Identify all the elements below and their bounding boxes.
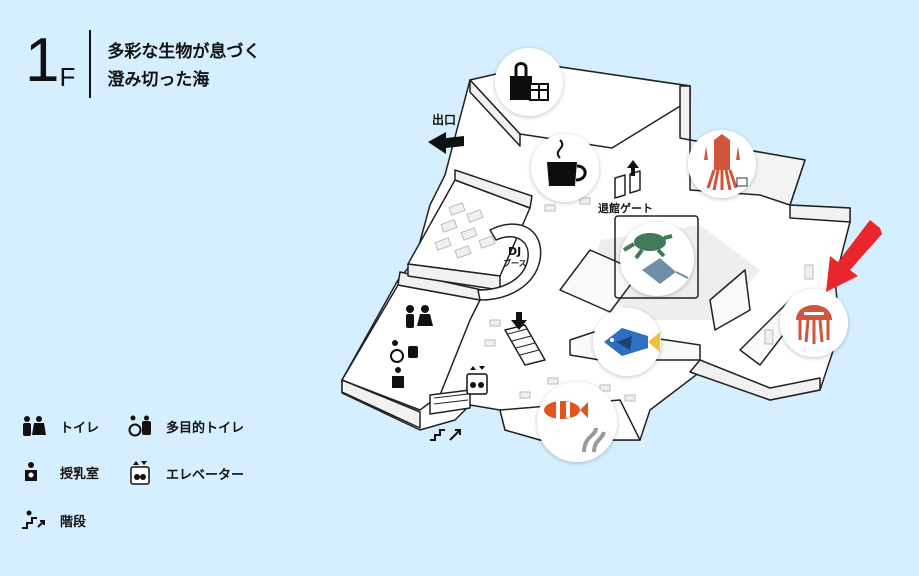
down-arrow-icon [511,312,527,330]
multipurpose-toilet-icon [128,415,151,437]
jellyfish-icon [796,305,832,344]
legend-multipurpose-toilet-label: 多目的トイレ [166,420,245,436]
exit-marker[interactable]: 出口 [428,112,464,154]
legend-toilet[interactable]: トイレ [20,415,99,437]
dj-booth: DJ ブース [503,245,527,268]
legend-elevator[interactable]: エレベーター [128,461,244,485]
exit-gate-label: 退館ゲート [598,201,653,215]
map-toilet-icon[interactable] [406,305,433,328]
legend-stairs-label: 階段 [60,514,87,530]
exit-label: 出口 [432,112,456,127]
nursing-room-icon [25,462,37,481]
squid-marker[interactable] [688,130,756,198]
legend-multipurpose-toilet[interactable]: 多目的トイレ [128,415,244,437]
header-divider [89,30,92,98]
exit-arrow-icon [428,132,464,154]
legend-elevator-label: エレベーター [166,467,245,483]
map-multipurpose-toilet-icon[interactable] [390,340,418,363]
squid-icon [704,134,748,191]
clownfish-garden-eel-icon [544,401,606,453]
legend-toilet-label: トイレ [60,420,100,436]
gift-shop-marker[interactable] [495,48,563,116]
clownfish-garden-eel-marker[interactable] [537,382,617,462]
floor-subtitle-line1: 多彩な生物が息づく [107,42,261,62]
floor-header: 1 F 多彩な生物が息づく 澄み切った海 [25,30,260,98]
cafe-marker[interactable] [531,134,599,202]
exit-gate-marker: 退館ゲート [598,160,653,215]
map-elevator-icon[interactable] [466,366,488,395]
cafe-icon [547,139,587,186]
map-nursing-room-icon[interactable] [392,367,404,388]
sea-turtle-stingray-marker[interactable] [614,215,699,299]
elevator-icon [130,461,150,485]
stairs-icon [22,510,45,529]
location-arrow-icon [826,220,882,292]
floor-suffix: F [59,62,76,92]
floor-number: 1 [25,26,60,95]
floor-title: 多彩な生物が息づく 澄み切った海 [107,38,260,94]
legend-nursing-room[interactable]: 授乳室 [20,461,99,483]
legend-stairs[interactable]: 階段 [20,509,86,531]
blue-fish-marker[interactable] [593,308,661,376]
dj-booth-label: ブース [503,258,527,268]
dj-label: DJ [508,245,521,258]
floor-subtitle-line2: 澄み切った海 [107,70,210,90]
up-arrow-icon [627,160,639,176]
blue-fish-icon [604,328,660,356]
map-stairs-icon[interactable] [430,429,461,441]
toilet-icon [23,416,46,436]
gift-shop-icon [510,62,549,101]
floor-plan [341,63,851,441]
legend-nursing-room-label: 授乳室 [60,466,100,482]
sea-turtle-stingray-icon [622,233,689,284]
jellyfish-marker[interactable] [780,289,848,357]
